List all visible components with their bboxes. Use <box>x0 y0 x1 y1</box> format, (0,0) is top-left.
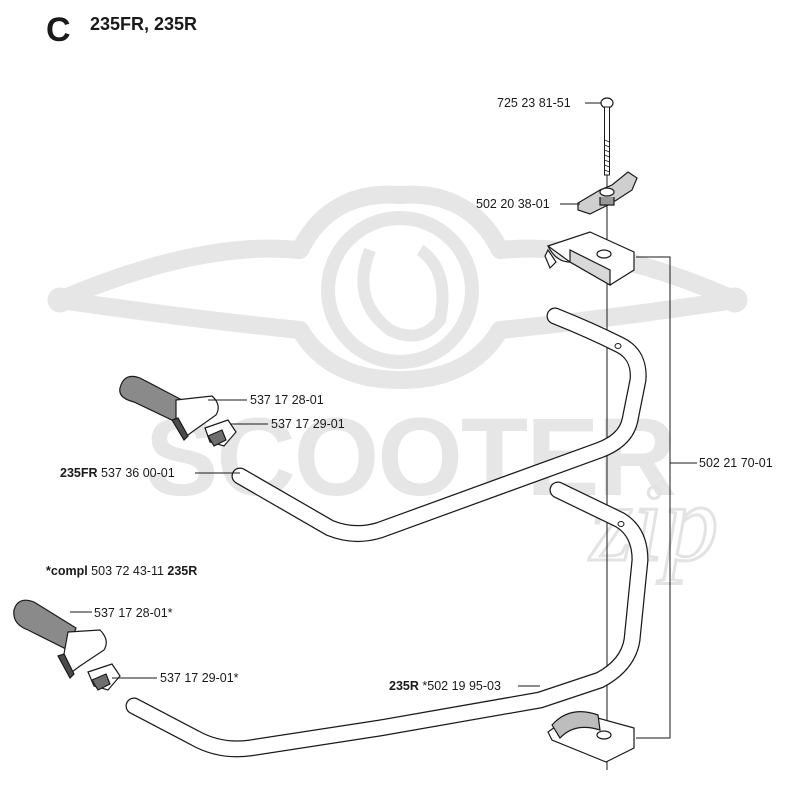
grip-235r <box>13 599 107 679</box>
label-grip-235fr: 537 17 28-01 <box>250 393 324 407</box>
label-clamp-kit: 502 21 70-01 <box>699 456 773 470</box>
handlebar-235fr <box>231 307 647 542</box>
label-grip-holder-235fr: 537 17 29-01 <box>271 417 345 431</box>
watermark-logo-emblem <box>47 185 748 389</box>
handlebar-235r <box>125 481 649 758</box>
label-handle-235r-part: *502 19 95-03 <box>422 679 501 693</box>
label-handle-235r-model: 235R <box>389 679 419 693</box>
wing-nut <box>577 171 638 215</box>
label-compl-part: 503 72 43-11 <box>91 564 164 578</box>
label-compl-model: 235R <box>167 564 198 578</box>
label-compl-235r: *compl 503 72 43-11 235R <box>46 564 197 578</box>
label-handle-235r: 235R *502 19 95-03 <box>389 679 501 693</box>
grip-holder-235r <box>87 663 121 691</box>
grip-holder-235fr <box>204 419 237 447</box>
label-bolt: 725 23 81-51 <box>497 96 571 110</box>
label-grip-holder-235r: 537 17 29-01* <box>160 671 239 685</box>
clamp-kit-bracket <box>636 256 697 739</box>
bolt <box>600 97 614 176</box>
label-grip-235r: 537 17 28-01* <box>94 606 173 620</box>
lower-clamp <box>547 711 635 763</box>
label-handle-235fr: 235FR 537 36 00-01 <box>60 466 175 480</box>
page-title: 235FR, 235R <box>90 14 198 34</box>
label-handle-235fr-part: 537 36 00-01 <box>101 466 175 480</box>
upper-clamp <box>544 231 635 287</box>
label-compl-prefix: *compl <box>46 564 88 578</box>
grip-235fr <box>119 375 219 441</box>
label-wing-nut: 502 20 38-01 <box>476 197 550 211</box>
leader-lines <box>70 102 601 687</box>
section-letter: C <box>46 11 71 49</box>
label-handle-235fr-model: 235FR <box>60 466 98 480</box>
